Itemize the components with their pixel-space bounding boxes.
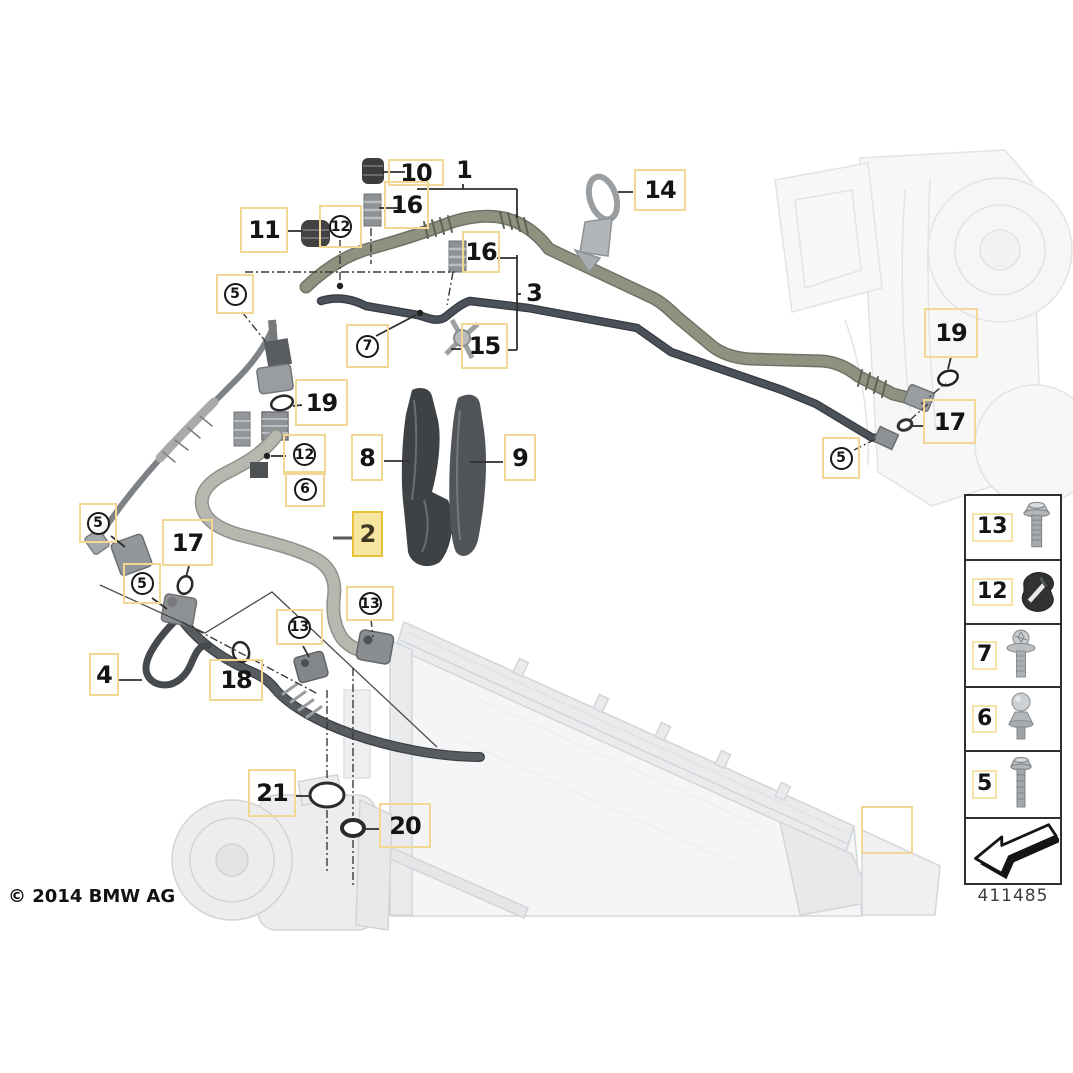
circle-badge: 13 — [358, 592, 382, 615]
cover-part-8 — [401, 388, 453, 567]
circle-badge: 5 — [130, 572, 154, 595]
callout-5a[interactable]: 5 — [216, 274, 254, 314]
construction-lines — [99, 228, 947, 886]
leader-lines — [110, 171, 952, 830]
cover-part-9 — [449, 394, 486, 556]
circle-badge: 5 — [829, 446, 853, 470]
callout-3[interactable]: 3 — [526, 279, 543, 307]
hotspot-box-unlabeled[interactable] — [861, 806, 913, 854]
callout-2-highlighted[interactable]: 2 — [352, 511, 383, 557]
callout-8[interactable]: 8 — [351, 434, 383, 481]
callout-7[interactable]: 7 — [346, 324, 389, 368]
o-ring-seals — [231, 640, 366, 838]
legend-arrow-cell — [966, 819, 1060, 883]
pressure-hose-2 — [194, 429, 378, 658]
flange-bolt-icon — [1022, 501, 1050, 547]
legend-row-12[interactable]: 12 — [966, 561, 1060, 625]
callout-1[interactable]: 1 — [456, 156, 473, 184]
callout-12b[interactable]: 12 — [283, 434, 326, 475]
circle-badge: 7 — [356, 334, 379, 358]
copyright-text: © 2014 BMW AG — [8, 886, 176, 907]
callout-11[interactable]: 11 — [240, 207, 288, 253]
callout-5d[interactable]: 5 — [822, 437, 860, 479]
callout-5c[interactable]: 5 — [123, 563, 161, 604]
callout-12a[interactable]: 12 — [319, 205, 362, 248]
callout-15[interactable]: 15 — [461, 323, 508, 369]
legend-row-13[interactable]: 13 — [966, 496, 1060, 561]
callout-10[interactable]: 10 — [388, 159, 444, 186]
callout-21[interactable]: 21 — [248, 769, 296, 817]
callout-13a[interactable]: 13 — [276, 609, 323, 645]
diagram-code: 411485 — [977, 886, 1049, 906]
suction-line-1 — [299, 209, 924, 407]
callout-5b[interactable]: 5 — [79, 503, 117, 543]
return-pipe-3 — [316, 294, 891, 446]
leader-dots — [263, 282, 424, 460]
hose-end-flanges — [293, 629, 395, 684]
liquid-line-pipe — [94, 323, 277, 543]
callout-13b[interactable]: 13 — [346, 586, 394, 621]
callout-6[interactable]: 6 — [285, 471, 325, 507]
small-parts-top — [233, 158, 467, 447]
legend-row-6[interactable]: 6 — [966, 688, 1060, 752]
callout-14[interactable]: 14 — [634, 169, 686, 211]
clamp-part-14 — [573, 173, 621, 274]
circle-badge: 12 — [329, 215, 352, 238]
circle-badge: 12 — [293, 443, 316, 466]
callout-20[interactable]: 20 — [379, 803, 431, 848]
ball-stud-icon — [1008, 692, 1035, 740]
callout-16a[interactable]: 16 — [384, 181, 429, 229]
circle-badge: 5 — [223, 282, 247, 306]
hex-bolt-icon — [1010, 756, 1033, 807]
radiator-background — [387, 620, 941, 919]
circle-badge: 5 — [86, 511, 110, 535]
callout-17-left[interactable]: 17 — [162, 519, 213, 566]
callout-4[interactable]: 4 — [89, 653, 119, 696]
direction-arrow-icon — [974, 823, 1059, 880]
drier-hose-18 — [175, 612, 485, 762]
clip-icon — [1021, 572, 1054, 612]
hvac-unit-background — [774, 149, 1073, 507]
callout-19-left[interactable]: 19 — [295, 379, 348, 426]
circle-badge: 13 — [288, 615, 311, 639]
torx-screw-icon — [1006, 629, 1036, 677]
circle-badge: 6 — [293, 477, 317, 501]
callout-9[interactable]: 9 — [504, 434, 536, 481]
legend-row-5[interactable]: 5 — [966, 752, 1060, 819]
right-fittings — [872, 369, 959, 451]
callout-16b[interactable]: 16 — [462, 231, 500, 273]
callout-17-right[interactable]: 17 — [923, 399, 976, 444]
callout-18[interactable]: 18 — [209, 659, 263, 701]
legend-row-7[interactable]: 7 — [966, 625, 1060, 688]
callout-19-right[interactable]: 19 — [924, 308, 978, 358]
fastener-legend: 13 12 7 6 — [964, 494, 1062, 885]
